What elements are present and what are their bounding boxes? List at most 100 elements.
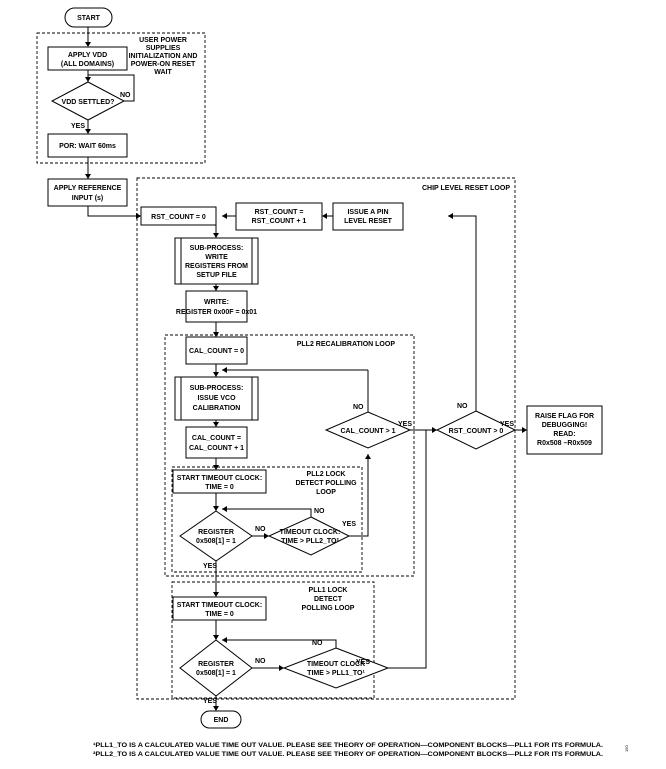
vdd-settled-label: VDD SETTLED? xyxy=(62,99,115,106)
apply-vdd-line2: (ALL DOMAINS) xyxy=(61,61,114,68)
timeout-pll1-diamond xyxy=(282,647,390,689)
apply-vdd-box xyxy=(47,46,128,71)
subprocess-write-box xyxy=(174,237,259,285)
cal-count-init-box xyxy=(185,336,248,365)
register-check-1-line2: 0x508[1] = 1 xyxy=(196,538,236,545)
power-loop-label-5: WAIT xyxy=(154,69,172,76)
write-register-line1: WRITE: xyxy=(204,299,229,306)
cal-count-init-label: CAL_COUNT = 0 xyxy=(189,348,244,355)
subprocess-vco-box xyxy=(174,376,259,421)
pll2-lock-loop-label-3: LOOP xyxy=(316,489,336,496)
timeout-pll1-line1: TIMEOUT CLOCK xyxy=(307,661,365,668)
edge-settled-no-loop xyxy=(88,74,135,102)
rst-count-check-no-label: NO xyxy=(457,403,468,410)
start-terminal xyxy=(64,7,113,28)
rst-count-inc-line2: RST_COUNT + 1 xyxy=(252,218,307,225)
pll1-lock-loop-label-2: DETECT xyxy=(314,596,343,603)
vdd-settled-yes-label: YES xyxy=(71,123,85,130)
power-loop-label-1: USER POWER xyxy=(139,37,187,44)
cal-count-check-diamond xyxy=(324,411,412,449)
end-terminal xyxy=(200,710,242,729)
start-timeout-2-line2: TIME = 0 xyxy=(205,611,234,618)
rst-count-inc-box xyxy=(235,202,323,231)
register-check-1-line1: REGISTER xyxy=(198,529,234,536)
edge-timeout-pll2-yes xyxy=(349,454,369,537)
timeout-pll2-line2: TIME > PLL2_TO² xyxy=(281,538,339,545)
por-wait-label: POR: WAIT 60ms xyxy=(59,143,116,150)
pll2-recal-loop-label: PLL2 RECALIBRATION LOOP xyxy=(297,341,396,348)
apply-ref-box xyxy=(47,178,128,207)
edge-ref-rst0 xyxy=(87,206,141,217)
footnote-1: ¹PLL1_TO IS A CALCULATED VALUE TIME OUT … xyxy=(93,742,603,749)
pin-reset-line1: ISSUE A PIN xyxy=(347,209,388,216)
chip-reset-loop-label: CHIP LEVEL RESET LOOP xyxy=(422,185,510,192)
register-check-2-diamond xyxy=(179,639,253,697)
subprocess-write-line3: REGISTERS FROM xyxy=(185,263,248,270)
pll1-lock-loop-boundary xyxy=(171,581,375,699)
write-register-box xyxy=(185,290,248,323)
vdd-settled-diamond xyxy=(50,81,126,121)
power-loop-boundary xyxy=(36,32,206,164)
rst-count-check-yes-label: YES xyxy=(500,421,514,428)
rst-count-inc-line1: RST_COUNT = xyxy=(255,209,304,216)
register-check-1-diamond xyxy=(179,510,253,562)
edge-timeout-pll1-no-loop xyxy=(222,639,337,648)
subprocess-vco-line1: SUB-PROCESS: xyxy=(190,385,244,392)
subprocess-write-line1: SUB-PROCESS: xyxy=(190,245,244,252)
start-label: START xyxy=(77,15,101,22)
pll1-lock-loop-label-1: PLL1 LOCK xyxy=(309,587,348,594)
cal-count-check-no-label: NO xyxy=(353,404,364,411)
por-wait-box xyxy=(47,133,128,158)
timeout-pll2-yes-label: YES xyxy=(342,521,356,528)
raise-flag-box xyxy=(526,405,603,455)
power-loop-label-2: SUPPLIES xyxy=(146,45,181,52)
footnote-2: ²PLL2_TO IS A CALCULATED VALUE TIME OUT … xyxy=(93,751,603,758)
timeout-pll2-no-label: NO xyxy=(314,508,325,515)
pin-reset-line2: LEVEL RESET xyxy=(344,218,392,225)
cal-count-check-yes-label: YES xyxy=(398,421,412,428)
end-label: END xyxy=(214,717,229,724)
figure-code: 150 xyxy=(624,745,629,752)
raise-flag-line4: R0x508 –R0x509 xyxy=(537,440,592,447)
raise-flag-line1: RAISE FLAG FOR xyxy=(535,413,594,420)
timeout-pll1-line2: TIME > PLL1_TO¹ xyxy=(307,670,365,677)
pll1-lock-loop-label-3: POLLING LOOP xyxy=(302,605,355,612)
arrowheads xyxy=(85,42,527,711)
power-loop-label-4: POWER-ON RESET xyxy=(131,61,196,68)
start-timeout-2-box xyxy=(172,596,267,621)
edge-timeout-pll2-no-loop xyxy=(222,508,312,517)
register-check-1-no-label: NO xyxy=(255,526,266,533)
pll2-lock-loop-label-1: PLL2 LOCK xyxy=(307,471,346,478)
subprocess-write-line2: WRITE xyxy=(205,254,228,261)
subprocess-write-line4: SETUP FILE xyxy=(196,272,237,279)
apply-ref-line2: INPUT (s) xyxy=(72,195,104,202)
timeout-pll2-line1: TIMEOUT CLOCK: xyxy=(280,529,341,536)
pll2-lock-loop-label-2: DETECT POLLING xyxy=(295,480,357,487)
timeout-pll1-no-label: NO xyxy=(312,640,323,647)
register-check-2-line1: REGISTER xyxy=(198,661,234,668)
chip-reset-loop-boundary xyxy=(136,177,516,700)
timeout-pll2-diamond xyxy=(267,516,351,556)
edge-timeout-pll1-yes xyxy=(388,430,427,669)
start-timeout-2-line1: START TIMEOUT CLOCK: xyxy=(177,602,262,609)
raise-flag-line3: READ: xyxy=(553,431,575,438)
register-check-2-line2: 0x508[1] = 1 xyxy=(196,670,236,677)
register-check-2-yes-label: YES xyxy=(203,698,217,705)
pin-reset-box xyxy=(332,202,404,231)
rst-count-check-diamond xyxy=(435,410,517,450)
power-loop-label-3: INITIALIZATION AND xyxy=(129,53,198,60)
edge-rstcheck-no xyxy=(448,215,477,411)
apply-vdd-line1: APPLY VDD xyxy=(68,52,107,59)
apply-ref-line1: APPLY REFERENCE xyxy=(54,185,122,192)
subprocess-vco-line3: CALIBRATION xyxy=(193,405,241,412)
rst-count-init-label: RST_COUNT = 0 xyxy=(151,214,206,221)
cal-count-inc-line2: CAL_COUNT + 1 xyxy=(189,445,244,452)
start-timeout-1-line1: START TIMEOUT CLOCK: xyxy=(177,475,262,482)
timeout-pll1-yes-label: YES xyxy=(356,659,370,666)
start-timeout-1-box xyxy=(172,469,267,494)
write-register-line2: REGISTER 0x00F = 0x01 xyxy=(176,309,257,316)
rst-count-init-box xyxy=(140,206,217,226)
cal-count-check-label: CAL_COUNT > 1 xyxy=(340,428,395,435)
start-timeout-1-line2: TIME = 0 xyxy=(205,484,234,491)
